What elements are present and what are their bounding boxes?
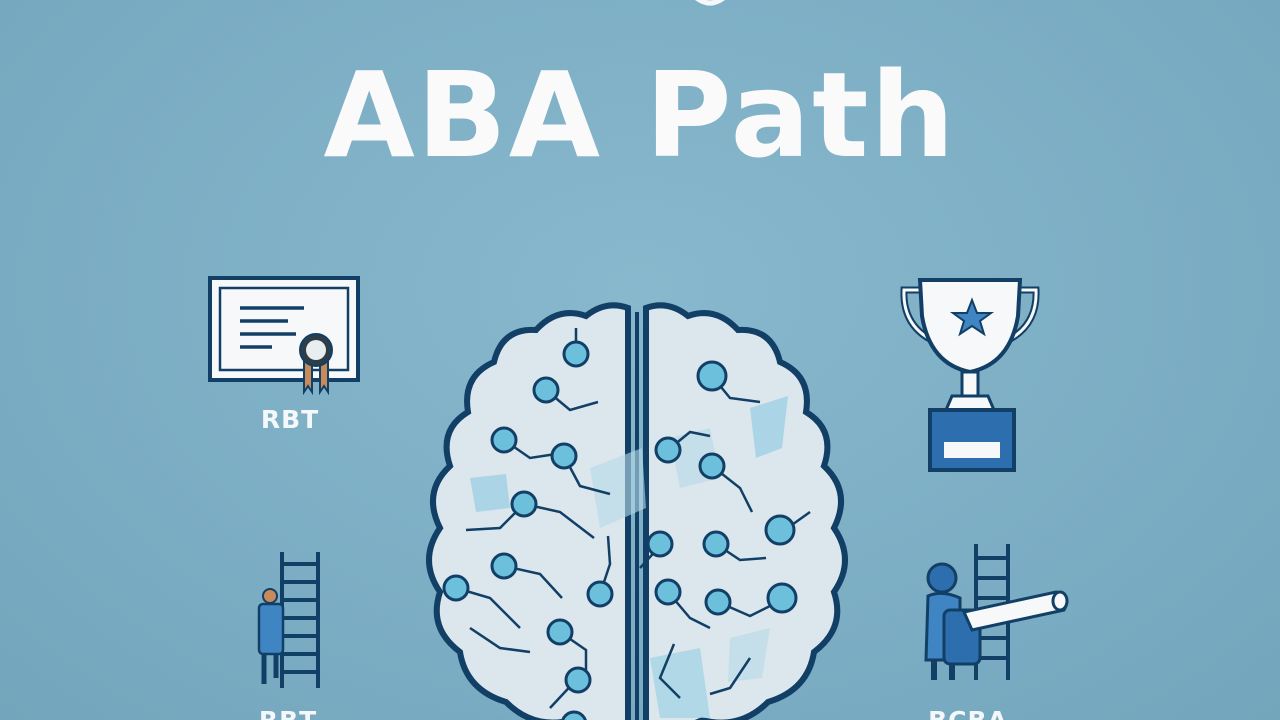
trophy-icon [900,278,1040,472]
page-title: ABA Path [323,46,957,184]
certificate-icon [208,276,360,396]
brain-circuit-icon [426,302,848,720]
partial-icon [695,0,725,6]
certificate-label: RBT [260,405,320,434]
person-climbing-ladder-icon [257,552,320,688]
person-with-diploma-ladder-icon [924,544,1069,680]
bottom-right-label: BCBA [908,706,1028,720]
bottom-left-label: RBT [238,706,338,720]
